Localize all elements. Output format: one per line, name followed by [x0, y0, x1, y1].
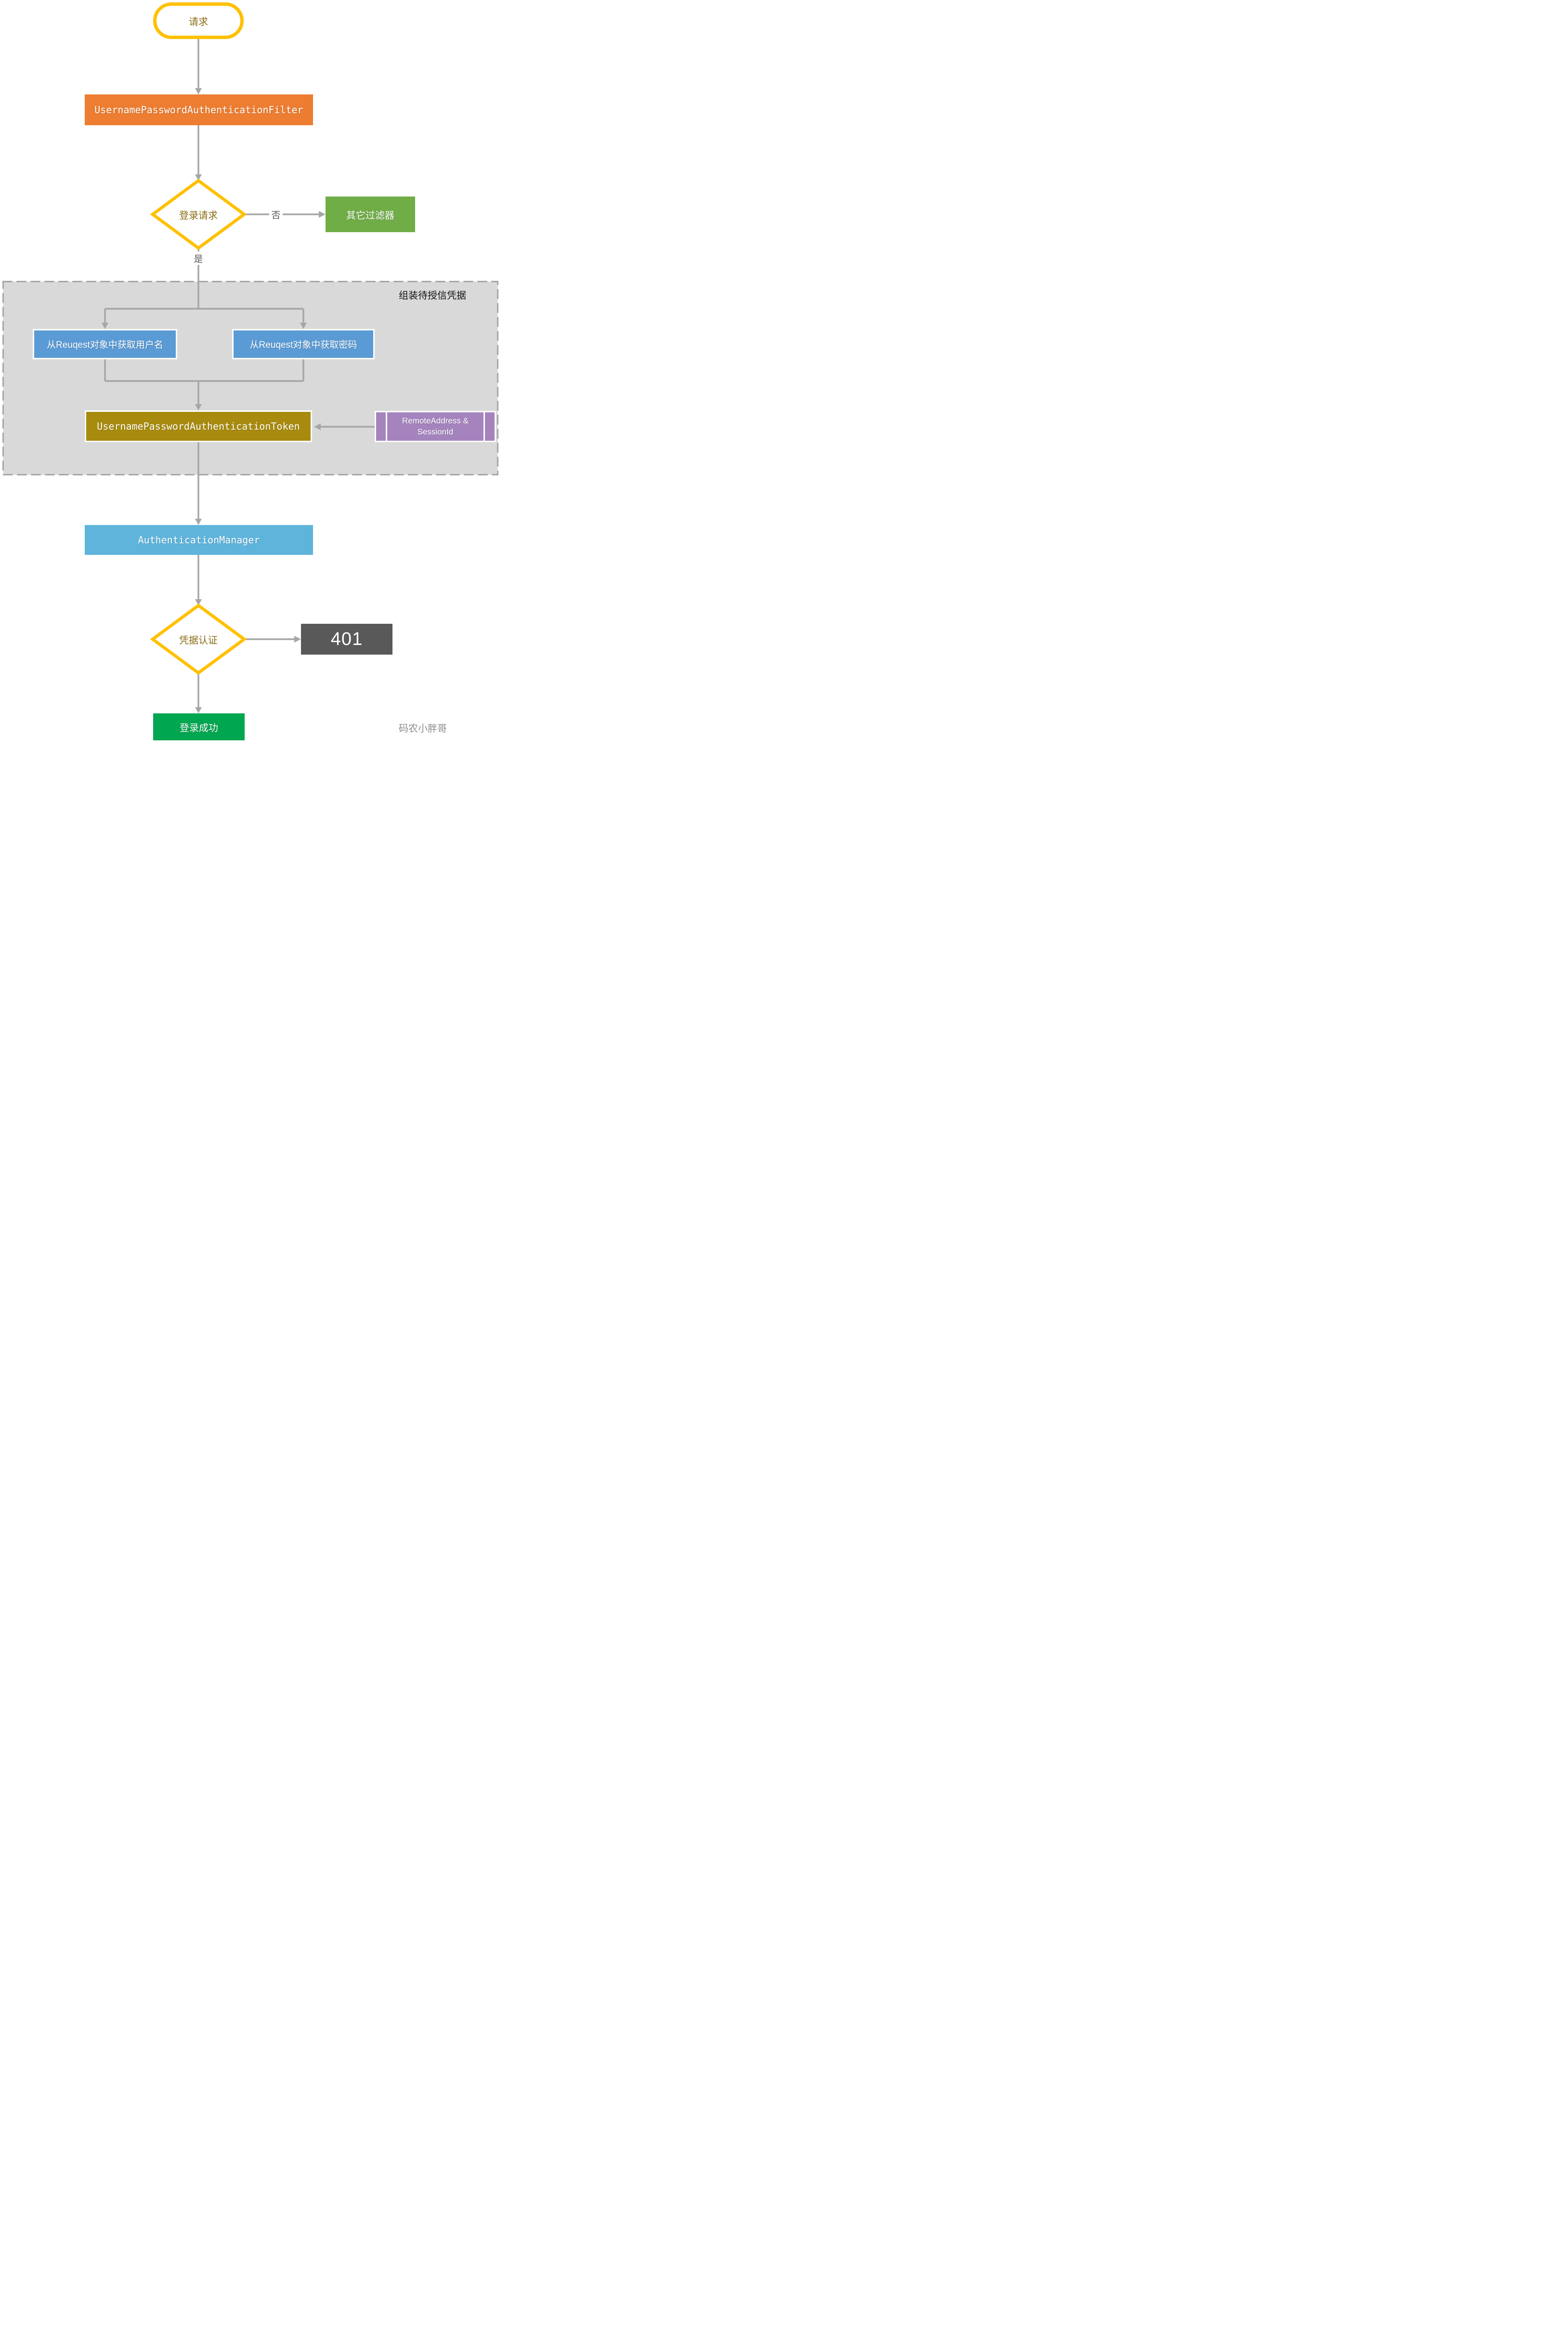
node-other-filters-label: 其它过滤器 — [346, 210, 394, 221]
node-get-password-label: 从Reuqest对象中获取密码 — [249, 340, 357, 350]
predefined-process-bar-left — [386, 412, 387, 441]
edge-label-yes: 是 — [192, 251, 205, 265]
node-token-label: UsernamePasswordAuthenticationToken — [97, 421, 300, 432]
predefined-process-bar-right — [483, 412, 485, 441]
watermark: 码农小胖哥 — [399, 723, 447, 734]
credential-decision-label: 凭据认证 — [179, 635, 218, 646]
node-other-filters: 其它过滤器 — [326, 197, 415, 232]
connector-credential-to-401 — [244, 636, 301, 643]
arrowhead-down-icon — [102, 323, 108, 329]
node-login-success-label: 登录成功 — [180, 723, 218, 734]
connector-token-to-manager — [195, 442, 202, 525]
arrowhead-down-icon — [195, 599, 202, 605]
arrowhead-down-icon — [300, 323, 307, 329]
node-remote-label-line1: RemoteAddress & — [402, 416, 469, 425]
credentials-group-container — [2, 281, 498, 475]
arrowhead-right-icon — [319, 211, 326, 218]
flowchart-canvas: 请求 UsernamePasswordAuthenticationFilter … — [0, 0, 501, 743]
node-remote-address-session-id: RemoteAddress & SessionId — [375, 411, 496, 442]
connector-no-to-other-filters — [244, 211, 326, 218]
node-401-label: 401 — [330, 629, 363, 649]
arrowhead-down-icon — [195, 707, 202, 713]
node-authentication-manager: AuthenticationManager — [85, 525, 313, 555]
connector-layer — [2, 39, 498, 713]
arrowhead-down-icon — [195, 519, 202, 525]
node-remote-label: RemoteAddress & SessionId — [388, 412, 483, 441]
connector-manager-to-credential-decision — [195, 555, 202, 605]
edge-label-no: 否 — [269, 208, 283, 221]
connector-username-password-to-token — [104, 359, 304, 410]
node-username-password-authentication-filter: UsernamePasswordAuthenticationFilter — [85, 94, 313, 125]
connector-remote-to-token — [314, 423, 375, 430]
arrowhead-left-icon — [314, 423, 321, 430]
node-username-password-authentication-token: UsernamePasswordAuthenticationToken — [85, 410, 312, 442]
node-filter-label: UsernamePasswordAuthenticationFilter — [94, 104, 303, 116]
node-authentication-manager-label: AuthenticationManager — [138, 534, 260, 546]
node-request-label: 请求 — [189, 16, 208, 27]
credentials-group-title: 组装待授信凭据 — [399, 290, 466, 301]
node-remote-label-line2: SessionId — [417, 427, 454, 436]
arrowhead-down-icon — [195, 88, 202, 94]
connector-credential-to-success — [195, 673, 202, 713]
node-login-success: 登录成功 — [153, 713, 245, 740]
arrowhead-down-icon — [195, 404, 202, 410]
node-request-start: 请求 — [153, 2, 244, 39]
login-decision-label: 登录请求 — [179, 210, 218, 221]
credential-decision-diamond — [150, 603, 247, 675]
login-decision-diamond — [150, 178, 247, 250]
arrowhead-down-icon — [195, 174, 202, 181]
connector-start-to-filter — [195, 39, 202, 94]
node-401-error: 401 — [301, 624, 392, 655]
node-get-password: 从Reuqest对象中获取密码 — [232, 329, 375, 359]
arrowhead-right-icon — [294, 636, 301, 643]
node-get-username: 从Reuqest对象中获取用户名 — [33, 329, 177, 359]
connector-filter-to-login-decision — [195, 125, 202, 181]
node-get-username-label: 从Reuqest对象中获取用户名 — [47, 340, 163, 350]
